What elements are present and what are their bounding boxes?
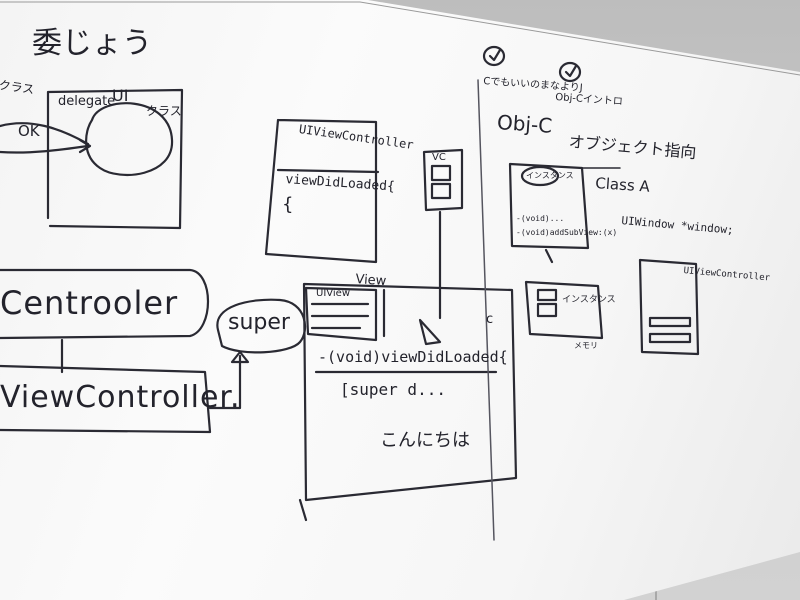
class-a-box [508,162,590,250]
ok-arrow-top [0,122,90,146]
override-header-label: View [354,272,387,290]
parent-class-label: Centrooler [0,284,179,322]
board-divider [477,79,495,541]
instance-label: インスタンス [562,295,616,305]
ok-label: OK [18,122,40,140]
ok-arrow-bottom [0,144,90,154]
instance-box [524,280,604,340]
heading-delegation: 委じょう [32,26,152,61]
override-box-outer [302,282,518,502]
obj-c-label: Obj-C [496,110,554,138]
class-a-method-1: -(void)... [516,214,565,223]
delegate-frame [46,88,184,230]
class-label: クラス [146,104,182,118]
viewcontroller-bubble [0,364,212,434]
class-a-box-title: インスタンス [526,171,574,180]
ui-class-ellipse [85,102,174,176]
pointer-cursor [418,318,442,346]
override-tag: c [486,312,494,327]
class-a-method-2: -(void)addSubView:(x) [516,228,618,237]
open-brace: { [282,194,294,215]
delegate-label: delegate [58,94,116,109]
centrooler-bubble [0,268,209,340]
japanese-note: こんにちは [380,430,470,451]
ui-label: UI [112,86,129,105]
memory-label: メモリ [574,341,598,350]
class-a-label: Class A [594,174,651,196]
override-method: -(void)viewDidLoaded{ [318,348,508,366]
super-label: super [228,310,290,335]
child-class-label: ViewController. [0,380,241,415]
vc-badge-label: VC [432,152,446,163]
viewcontroller-box [264,118,378,264]
uiview-inner-box [304,286,378,342]
uivc-right-box [638,258,700,356]
vc-badge-box [422,148,464,212]
super-arrow [208,354,242,410]
uiview-inner-label: UIView [316,288,350,299]
super-call: [super d... [340,380,446,399]
